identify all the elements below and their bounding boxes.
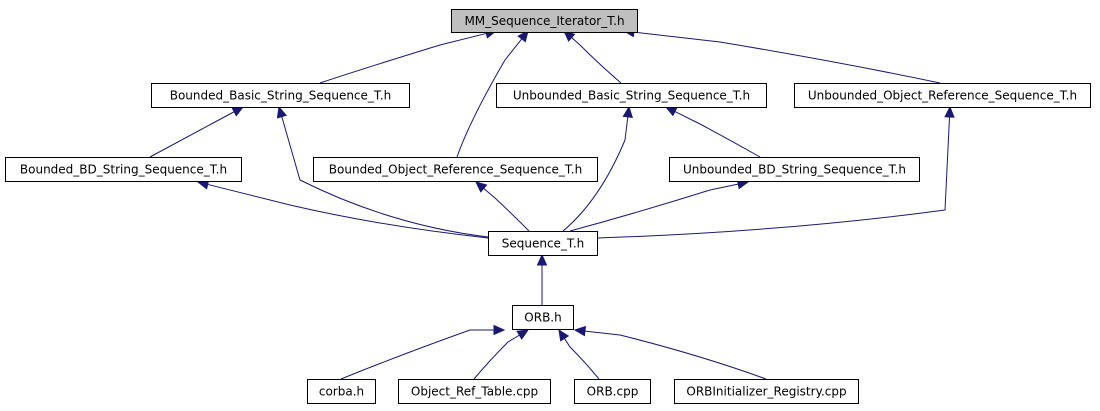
edge-line [632, 31, 941, 84]
edge-line [673, 110, 761, 158]
node-box[interactable] [451, 9, 638, 33]
edge-sequence_t-to-unbounded_bd [569, 179, 750, 232]
node-label: MM_Sequence_Iterator_T.h [464, 14, 624, 28]
arrowhead-icon [573, 325, 587, 337]
node-box[interactable] [313, 157, 598, 182]
edge-orb_h-to-sequence_t [536, 253, 548, 306]
edge-orbinit_registry-to-orb_h [573, 325, 767, 380]
edge-line [563, 337, 600, 380]
node-label: ORB.cpp [587, 385, 639, 399]
node-box[interactable] [398, 379, 551, 404]
edge-line [570, 36, 622, 84]
node-corba-h[interactable]: corba.h [307, 379, 376, 404]
edge-object_ref_table-to-orb_h [473, 329, 530, 380]
node-box[interactable] [496, 83, 767, 108]
node-label: Unbounded_Object_Reference_Sequence_T.h [808, 89, 1077, 103]
arrowhead-icon [276, 105, 287, 119]
edge-line [562, 115, 629, 232]
node-box[interactable] [669, 157, 920, 182]
node-label: Bounded_Object_Reference_Sequence_T.h [329, 163, 582, 177]
node-unbounded-objref[interactable]: Unbounded_Object_Reference_Sequence_T.h [794, 83, 1091, 108]
edge-sequence_t-to-bounded_objref [475, 181, 530, 232]
arrowhead-icon [558, 328, 570, 342]
node-box[interactable] [307, 379, 376, 404]
nodes-layer: MM_Sequence_Iterator_T.hBounded_Basic_St… [5, 9, 1091, 404]
node-orb-h[interactable]: ORB.h [512, 305, 574, 330]
edge-unbounded_bd-to-unbounded_basic [664, 106, 761, 158]
arrowhead-icon [516, 329, 530, 340]
node-box[interactable] [574, 379, 651, 404]
edge-line [206, 183, 489, 239]
node-label: ORB.h [524, 311, 561, 325]
node-label: Bounded_Basic_String_Sequence_T.h [170, 89, 392, 103]
node-box[interactable] [151, 83, 410, 108]
node-object-ref-table[interactable]: Object_Ref_Table.cpp [398, 379, 551, 404]
edge-line [340, 329, 495, 380]
node-bounded-bd[interactable]: Bounded_BD_String_Sequence_T.h [5, 157, 242, 182]
node-label: Sequence_T.h [502, 237, 585, 251]
arrowhead-icon [622, 105, 633, 119]
arrowhead-icon [536, 253, 548, 266]
node-label: corba.h [319, 385, 364, 399]
edge-corba_h-to-orb_h [340, 324, 506, 380]
edge-line [596, 115, 951, 239]
node-box[interactable] [5, 157, 242, 182]
edges-layer [149, 26, 955, 380]
arrowhead-icon [944, 105, 955, 118]
node-box[interactable] [794, 83, 1091, 108]
edge-line [583, 330, 767, 380]
edge-bounded_bd-to-bounded_basic [149, 106, 245, 158]
node-label: Unbounded_Basic_String_Sequence_T.h [513, 89, 750, 103]
edge-sequence_t-to-unbounded_basic [562, 105, 633, 232]
edge-sequence_t-to-bounded_bd [196, 179, 489, 239]
edge-line [569, 183, 740, 232]
node-box[interactable] [512, 305, 574, 330]
arrowhead-icon [231, 106, 245, 117]
node-orbinit-registry[interactable]: ORBInitializer_Registry.cpp [674, 379, 859, 404]
edge-line [456, 37, 523, 158]
edge-line [149, 110, 236, 158]
edge-unbounded_objref-to-mm_seq_iter [622, 26, 941, 84]
node-label: Object_Ref_Table.cpp [411, 385, 538, 399]
arrowhead-icon [517, 30, 529, 43]
edge-unbounded_basic-to-mm_seq_iter [563, 30, 622, 84]
edge-orb_cpp-to-orb_h [558, 328, 600, 380]
arrowhead-icon [664, 106, 678, 117]
node-bounded-objref[interactable]: Bounded_Object_Reference_Sequence_T.h [313, 157, 598, 182]
node-label: ORBInitializer_Registry.cpp [686, 385, 846, 399]
edge-sequence_t-to-unbounded_objref [596, 105, 955, 239]
edge-line [281, 115, 489, 238]
node-sequence-t[interactable]: Sequence_T.h [488, 231, 598, 256]
node-label: Bounded_BD_String_Sequence_T.h [20, 163, 227, 177]
edge-sequence_t-to-bounded_basic [276, 105, 489, 238]
node-unbounded-bd[interactable]: Unbounded_BD_String_Sequence_T.h [669, 157, 920, 182]
edge-bounded_objref-to-mm_seq_iter [456, 30, 529, 158]
node-box[interactable] [488, 231, 598, 256]
node-unbounded-basic[interactable]: Unbounded_Basic_String_Sequence_T.h [496, 83, 767, 108]
arrowhead-icon [475, 181, 488, 193]
node-mm-seq-iter[interactable]: MM_Sequence_Iterator_T.h [451, 9, 638, 33]
edge-line [473, 334, 521, 380]
node-orb-cpp[interactable]: ORB.cpp [574, 379, 651, 404]
arrowhead-icon [493, 324, 506, 336]
edge-bounded_basic-to-mm_seq_iter [319, 28, 498, 84]
edge-line [319, 32, 488, 84]
node-bounded-basic[interactable]: Bounded_Basic_String_Sequence_T.h [151, 83, 410, 108]
node-label: Unbounded_BD_String_Sequence_T.h [683, 163, 906, 177]
edge-line [482, 187, 530, 232]
node-box[interactable] [674, 379, 859, 404]
